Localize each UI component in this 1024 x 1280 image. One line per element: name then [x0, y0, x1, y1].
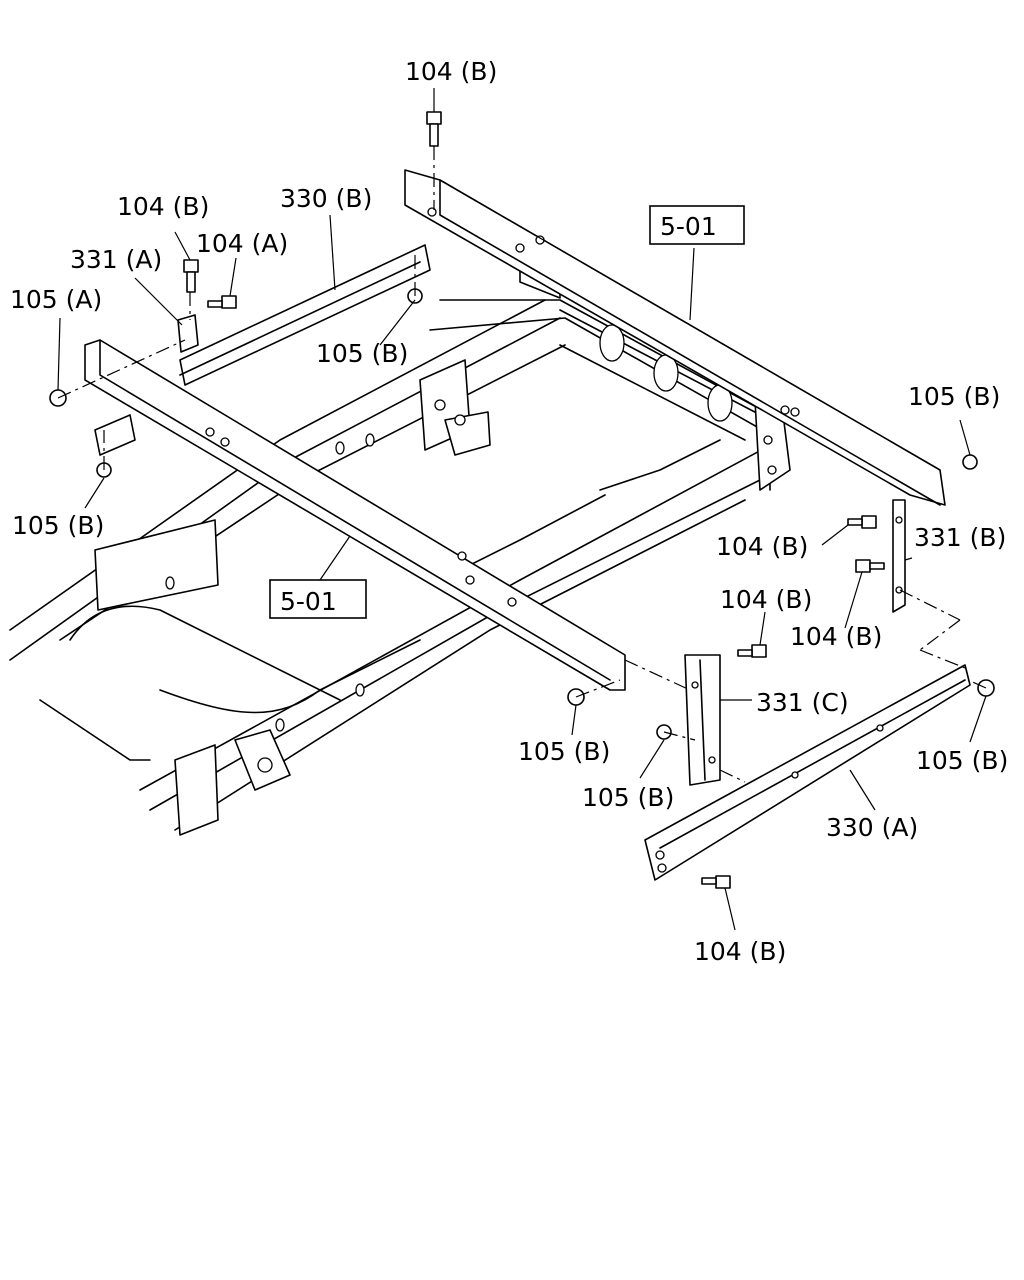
front-diagonal-rail [84, 339, 626, 691]
ref-label-upper: 5-01 [660, 212, 717, 241]
callout-104b-top: 104 (B) [405, 57, 497, 86]
chassis-frame [9, 249, 791, 836]
ref-box-lower [269, 579, 367, 619]
callout-104b-right-a: 104 (B) [716, 532, 808, 561]
callout-104b-left: 104 (B) [117, 192, 209, 221]
ref-label-lower: 5-01 [280, 587, 337, 616]
callout-105b-mid: 105 (B) [316, 339, 408, 368]
callout-331c: 331 (C) [756, 688, 849, 717]
part-331c-bracket [684, 654, 721, 786]
callout-331a: 331 (A) [70, 245, 162, 274]
part-330a-rail [644, 664, 971, 881]
callout-105a: 105 (A) [10, 285, 102, 314]
leader-lines [57, 88, 987, 931]
callout-104b-right-c: 104 (B) [790, 622, 882, 651]
callout-104a: 104 (A) [196, 229, 288, 258]
callout-105b-center-a: 105 (B) [518, 737, 610, 766]
part-331a-bracket [177, 314, 199, 353]
callout-105b-right-top: 105 (B) [908, 382, 1000, 411]
callout-330a: 330 (A) [826, 813, 918, 842]
callout-104b-right-b: 104 (B) [720, 585, 812, 614]
callout-105b-lower-left: 105 (B) [12, 511, 104, 540]
part-331b-bracket [892, 499, 906, 613]
part-330b-rail [94, 244, 431, 456]
callout-105b-center-b: 105 (B) [582, 783, 674, 812]
callout-105b-right-bottom: 105 (B) [916, 746, 1008, 775]
callout-330b: 330 (B) [280, 184, 372, 213]
callout-331b: 331 (B) [914, 523, 1006, 552]
assembly-lines [57, 146, 987, 783]
callout-104b-bottom: 104 (B) [694, 937, 786, 966]
ref-box-upper [649, 205, 745, 245]
